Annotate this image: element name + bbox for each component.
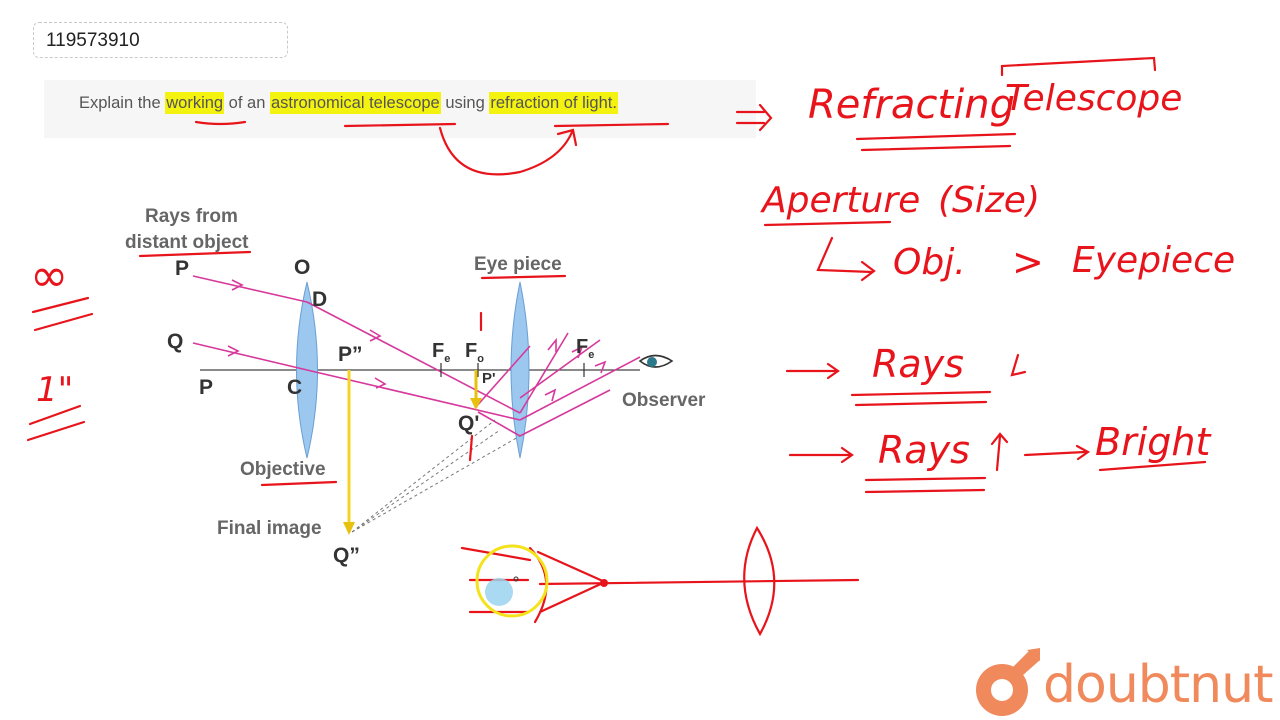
focus-fe-left: Fe [432, 340, 451, 365]
rays-increase-note: Rays [878, 428, 970, 472]
question-part: using [440, 94, 490, 112]
inch-note: 1" [36, 370, 74, 410]
telescope-note: Telescope [1005, 78, 1183, 119]
point-p-top: P [175, 257, 190, 280]
question-id-box: 119573910 [33, 22, 288, 58]
bright-note: Bright [1095, 420, 1211, 464]
highlight-working: working [165, 92, 225, 114]
question-id: 119573910 [46, 30, 140, 51]
question-part: Explain the [79, 94, 166, 112]
aperture-note: Aperture [762, 180, 921, 221]
eyepiece-lens [510, 281, 530, 459]
point-o: O [294, 256, 311, 279]
point-p-double-prime: P” [338, 343, 363, 366]
rays-decrease-note: Rays [872, 342, 964, 386]
question-text: Explain the working of an astronomical t… [79, 92, 618, 114]
highlight-refraction: refraction of light. [489, 92, 618, 114]
point-p-prime: P' [482, 370, 496, 387]
point-q-prime: Q' [458, 412, 480, 435]
eye-highlight-circle [475, 544, 549, 618]
final-image-label: Final image [217, 518, 322, 539]
rays-from-label: Rays from [145, 206, 238, 227]
doubtnut-logo-text: doubtnut [1043, 655, 1273, 715]
focus-fe-right: Fe [576, 336, 595, 361]
eyepiece-note: Eyepiece [1072, 240, 1236, 281]
point-q: Q [167, 330, 184, 353]
eye-icon [638, 354, 674, 368]
infinity-note: ∞ [30, 248, 69, 302]
focus-fo: Fo [465, 340, 484, 365]
question-part: of an [224, 94, 270, 112]
observer-label: Observer [622, 390, 706, 411]
doubtnut-logo-icon [976, 648, 1040, 716]
size-note: (Size) [938, 180, 1040, 221]
highlight-astronomical-telescope: astronomical telescope [269, 92, 441, 114]
distant-object-label: distant object [125, 232, 249, 253]
objective-label: Objective [240, 459, 326, 480]
obj-note: Obj. [893, 242, 966, 283]
eye-piece-label: Eye piece [474, 254, 562, 275]
greater-than-note: > [1012, 240, 1044, 284]
point-c: C [287, 376, 303, 399]
point-p-axis: P [199, 376, 214, 399]
refracting-note: Refracting [808, 82, 1015, 128]
point-q-double-prime: Q” [333, 544, 360, 567]
point-d: D [312, 288, 328, 311]
